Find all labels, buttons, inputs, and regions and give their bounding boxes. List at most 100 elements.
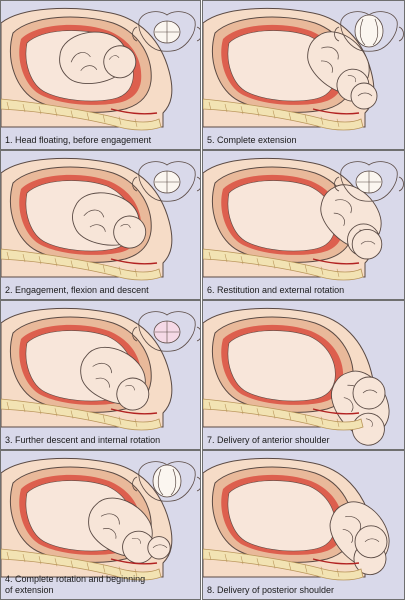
birth-canal — [312, 108, 360, 115]
panel-1-caption: 1. Head floating, before engagement — [5, 135, 152, 145]
panel-3-illustration — [1, 307, 200, 431]
uterine-cavity — [227, 180, 336, 252]
vertebra — [320, 566, 324, 575]
vertebra — [38, 256, 42, 265]
fetal-sutures — [155, 321, 179, 343]
emerging-head — [351, 228, 383, 260]
vertebra — [304, 564, 308, 573]
panel-7: 7. Delivery of anterior shoulder — [202, 300, 405, 450]
vertebra — [102, 264, 106, 273]
vertebra — [70, 560, 74, 569]
fetal-limbs — [92, 363, 112, 388]
fetal-ear — [347, 75, 357, 83]
vertebra — [336, 568, 340, 577]
panel-8: 8. Delivery of posterior shoulder — [202, 450, 405, 600]
vertebra — [256, 258, 260, 267]
vertebra — [118, 266, 122, 275]
vertebra — [38, 106, 42, 115]
pelvis-outline — [138, 161, 196, 202]
vertebra — [288, 112, 292, 121]
panel-1: 1. Head floating, before engagement — [0, 0, 201, 150]
vertebra — [256, 408, 260, 417]
emerging-head — [352, 376, 386, 410]
vertebra — [208, 401, 212, 411]
vertebra — [320, 266, 324, 275]
fetus — [80, 346, 150, 411]
panel-5: 5. Complete extension — [202, 0, 405, 150]
vertebra — [208, 251, 212, 261]
fetus — [72, 192, 147, 249]
spine — [1, 248, 162, 281]
vertebra — [224, 554, 228, 563]
fetal-head-view — [354, 14, 384, 48]
vertebra — [70, 410, 74, 419]
vertebra — [6, 551, 10, 561]
panel-7-caption: 7. Delivery of anterior shoulder — [207, 435, 330, 445]
spine — [203, 548, 364, 581]
panel-6-illustration — [203, 157, 404, 281]
vertebra — [70, 260, 74, 269]
vertebra — [118, 416, 122, 425]
vertebra — [272, 260, 276, 269]
vertebra — [134, 418, 138, 427]
vertebra — [208, 101, 212, 111]
pelvis-hips — [132, 176, 200, 192]
pelvis-hips — [132, 26, 200, 42]
pelvis-inset — [334, 11, 404, 52]
birth-canal — [312, 558, 360, 565]
vertebra — [224, 254, 228, 263]
birth-canal — [312, 258, 360, 265]
vertebra — [272, 560, 276, 569]
spine — [203, 248, 364, 281]
vertebra — [240, 406, 244, 415]
panel-2: 2. Engagement, flexion and descent — [0, 150, 201, 300]
vertebra — [6, 251, 10, 261]
pelvis-outline — [138, 311, 196, 352]
pelvis-inset — [132, 11, 200, 52]
vertebra — [86, 562, 90, 571]
vertebra — [336, 418, 340, 427]
emerging-head — [147, 536, 171, 560]
fetus — [88, 497, 156, 564]
panel-8-caption: 8. Delivery of posterior shoulder — [207, 585, 335, 595]
vertebra — [272, 110, 276, 119]
face-features — [357, 92, 373, 97]
birth-canal — [110, 258, 158, 265]
panel-1-illustration — [1, 7, 200, 131]
vertebra — [6, 401, 10, 411]
fetal-limbs — [320, 46, 339, 73]
fetal-ear — [131, 537, 141, 544]
panel-7-illustration — [203, 307, 390, 446]
pelvis-outline — [340, 11, 398, 52]
pelvis-hips — [334, 176, 404, 192]
fetal-ear — [365, 418, 373, 428]
birth-canal — [312, 408, 360, 415]
vertebra — [240, 106, 244, 115]
panel-6-caption: 6. Restitution and external rotation — [207, 285, 345, 295]
vertebra — [6, 101, 10, 111]
vertebra — [102, 414, 106, 423]
fetal-head — [103, 45, 137, 79]
panel-3-caption: 3. Further descent and internal rotation — [5, 435, 161, 445]
pelvis-outline — [138, 461, 196, 502]
spine — [203, 398, 364, 431]
panel-8-illustration — [203, 457, 390, 581]
fetal-limbs — [70, 52, 98, 71]
vertebra — [22, 254, 26, 263]
vertebra — [54, 558, 58, 567]
fetus — [59, 31, 137, 84]
vertebra — [208, 551, 212, 561]
face-features — [364, 538, 380, 543]
face-features — [152, 544, 168, 549]
vertebra — [86, 412, 90, 421]
vertebra — [288, 262, 292, 271]
panel-2-caption: 2. Engagement, flexion and descent — [5, 285, 149, 295]
vertebra — [320, 416, 324, 425]
panel-4: 4. Complete rotation and beginning of ex… — [0, 450, 201, 600]
birth-canal — [110, 408, 158, 415]
vertebra — [86, 112, 90, 121]
vertebra — [22, 104, 26, 113]
panel-5-illustration — [203, 7, 404, 131]
fetal-ear — [120, 224, 131, 229]
